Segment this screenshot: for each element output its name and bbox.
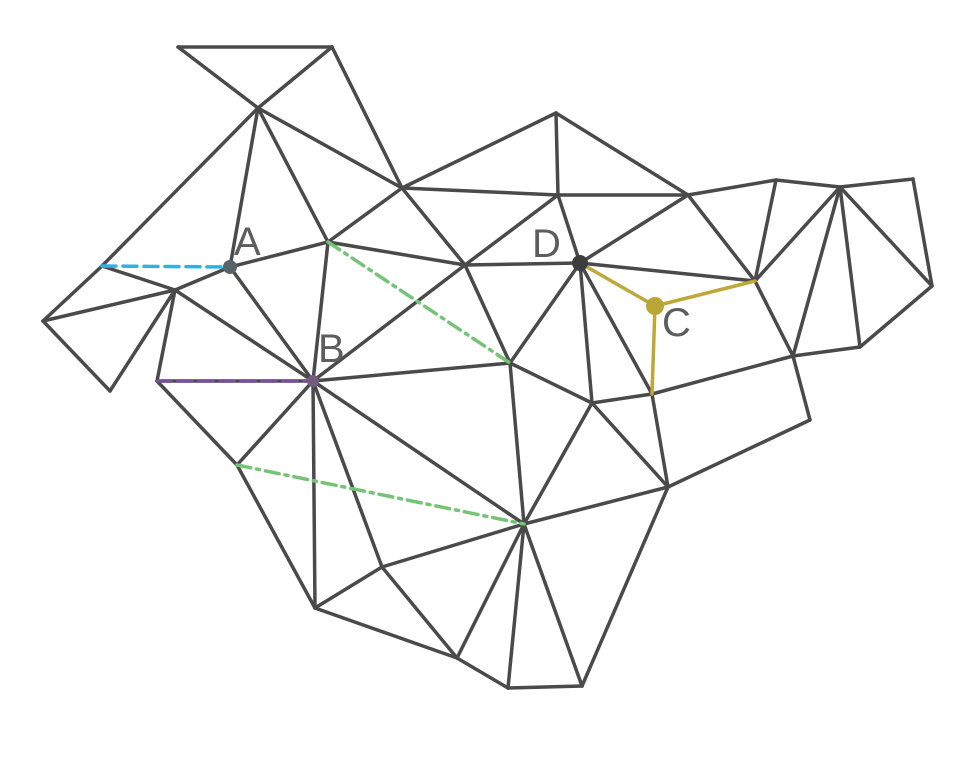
mesh-edge <box>41 264 104 323</box>
mesh-edge <box>506 522 526 690</box>
solid-edge-yellow-right <box>653 279 757 308</box>
mesh-edge <box>590 392 654 405</box>
mesh-edge <box>311 379 317 610</box>
mesh-edge <box>508 361 594 405</box>
mesh-edge <box>400 186 560 197</box>
mesh-edge <box>173 265 232 292</box>
label-a: A <box>234 220 261 264</box>
mesh-edge <box>228 265 315 383</box>
dashed-edge-cyan <box>100 264 232 269</box>
highlight-edges <box>100 240 757 526</box>
mesh-edge <box>228 240 330 269</box>
mesh-edge <box>686 178 778 197</box>
node-labels: A B C D <box>234 220 691 371</box>
mesh-edge <box>753 178 778 283</box>
mesh-edge <box>463 261 582 267</box>
mesh-edge <box>791 345 862 358</box>
mesh-edge <box>400 186 467 267</box>
node-c <box>646 297 664 315</box>
mesh-edge <box>108 288 177 393</box>
mesh-edge <box>858 284 934 349</box>
mesh-edge <box>463 263 512 365</box>
mesh-edge <box>155 288 177 383</box>
mesh-edge <box>578 261 654 396</box>
mesh-edge <box>311 240 330 383</box>
mesh-edge <box>380 565 459 660</box>
mesh-edge <box>313 565 384 610</box>
mesh-edge <box>508 361 526 526</box>
mesh-edge <box>508 261 582 365</box>
mesh-edge <box>313 606 459 660</box>
mesh-edge <box>774 178 842 189</box>
mesh-edge <box>522 401 594 526</box>
label-c: C <box>662 301 691 345</box>
mesh-edge <box>911 177 934 288</box>
dashdot-edge-green-lower <box>235 463 526 526</box>
mesh-edge <box>256 106 330 244</box>
mesh-edge <box>554 111 560 197</box>
mesh-edge <box>578 261 594 405</box>
mesh-edge <box>326 186 404 244</box>
mesh-edge <box>228 106 260 269</box>
mesh-edge <box>838 185 934 288</box>
mesh-edge <box>311 361 512 383</box>
mesh-edge <box>235 463 317 610</box>
label-d: D <box>532 222 561 266</box>
dashdot-edge-green-upper <box>326 240 512 365</box>
mesh-edge <box>522 522 584 688</box>
mesh-edge <box>100 106 260 268</box>
mesh-edge <box>176 45 260 110</box>
mesh-edge <box>256 106 404 190</box>
mesh-edge <box>650 392 670 489</box>
mesh-edge <box>311 379 384 569</box>
mesh-edge <box>173 288 315 383</box>
mesh-edge <box>463 193 560 267</box>
node-a <box>223 260 237 274</box>
mesh-edge <box>580 485 670 688</box>
mesh-edge <box>256 45 334 110</box>
mesh-edge <box>838 177 915 189</box>
mesh-edge <box>578 261 757 283</box>
mesh-edge <box>311 263 467 383</box>
mesh-edge <box>235 379 315 467</box>
mesh-edge <box>155 379 239 467</box>
mesh-edge <box>578 193 690 265</box>
mesh-edge <box>666 418 812 489</box>
solid-edge-yellow-d <box>578 261 657 308</box>
highlight-nodes <box>223 255 664 387</box>
mesh-edge <box>791 354 812 422</box>
mesh-edge <box>326 240 467 267</box>
solid-edge-yellow-bottom <box>650 304 657 396</box>
mesh-edge <box>400 111 558 190</box>
mesh-edge <box>554 111 690 197</box>
mesh-edge <box>380 522 526 569</box>
mesh-edge <box>41 319 112 393</box>
mesh-edge <box>686 193 757 283</box>
mesh-edge <box>455 656 510 690</box>
mesh-edge <box>311 379 526 526</box>
mesh-edge <box>753 185 842 283</box>
label-b: B <box>318 327 345 371</box>
mesh-edges <box>41 45 934 690</box>
mesh-edge <box>838 185 862 349</box>
mesh-edge <box>506 684 584 690</box>
mesh-edge <box>753 279 795 358</box>
mesh-edge <box>590 401 670 489</box>
mesh-edge <box>556 193 582 265</box>
mesh-edge <box>522 485 670 526</box>
node-b <box>307 375 319 387</box>
node-d <box>572 255 588 271</box>
mesh-edge <box>650 354 795 396</box>
mesh-edge <box>791 185 842 358</box>
mesh-edge <box>330 45 404 190</box>
mesh-edge <box>455 522 526 660</box>
mesh-edge <box>41 288 177 323</box>
mesh-edge <box>100 264 177 292</box>
